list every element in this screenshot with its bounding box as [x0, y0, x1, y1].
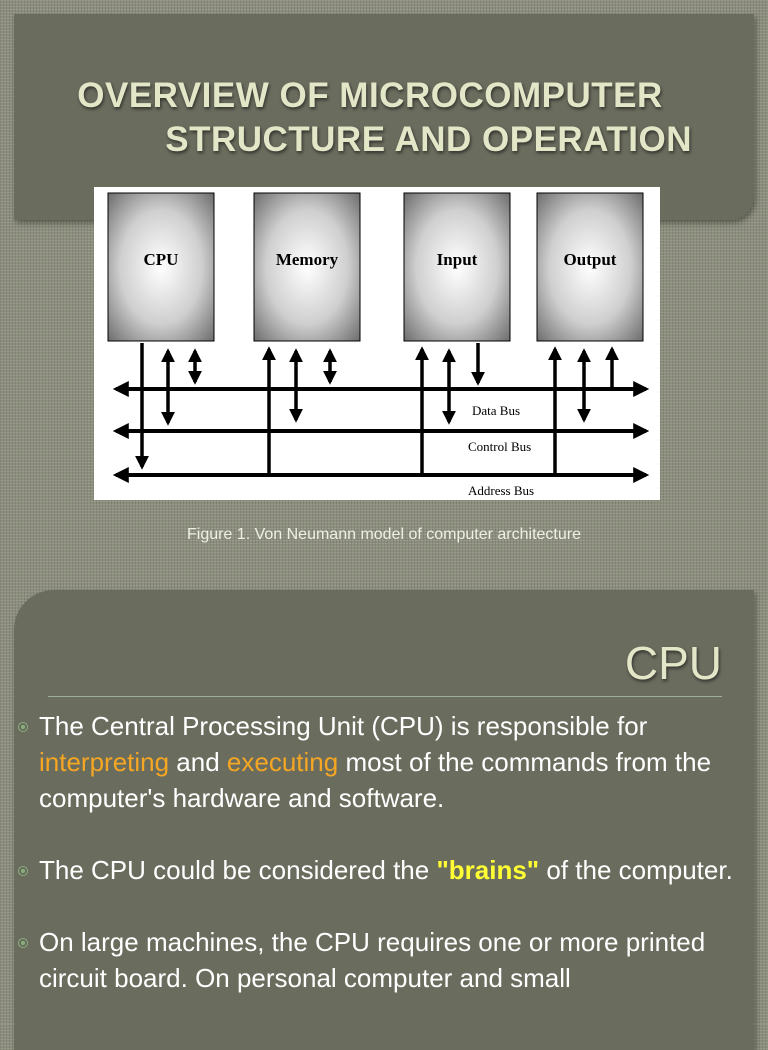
cpu-block [107, 192, 215, 342]
bullet2-text-1: The CPU could be considered the [39, 855, 437, 885]
memory-block [253, 192, 361, 342]
title-line-2: STRUCTURE AND OPERATION [165, 120, 692, 159]
figure-caption: Figure 1. Von Neumann model of computer … [187, 526, 581, 543]
bullet3-text: On large machines, the CPU requires one … [39, 927, 706, 993]
output-block-label: Output [564, 250, 617, 269]
section-heading: CPU [624, 637, 722, 689]
bullet1-highlight-interpreting: interpreting [39, 747, 170, 777]
slide-title: OVERVIEW OF MICROCOMPUTER STRUCTURE AND … [40, 74, 700, 162]
bullet1-text-3: most of the commands from the computer's… [39, 747, 712, 813]
output-block [536, 192, 644, 342]
bullet2-text-2: of the computer. [539, 855, 733, 885]
input-block-label: Input [437, 250, 478, 269]
bullet1-highlight-executing: executing [226, 747, 339, 777]
data-bus-label: Data Bus [472, 403, 520, 418]
bullet1-text-2: and [169, 747, 227, 777]
bullet-dot-icon [18, 866, 28, 876]
bullet1-text-1: The Central Processing Unit (CPU) is res… [39, 711, 648, 741]
von-neumann-diagram: CPU Memory Input Output Data Bus Control… [94, 187, 660, 500]
bullet-item: The Central Processing Unit (CPU) is res… [18, 708, 758, 816]
title-line-1: OVERVIEW OF MICROCOMPUTER [77, 76, 663, 115]
address-bus-label: Address Bus [468, 483, 534, 498]
heading-divider [48, 696, 722, 697]
memory-block-label: Memory [276, 250, 339, 269]
control-bus-label: Control Bus [468, 439, 531, 454]
input-block [403, 192, 511, 342]
cpu-block-label: CPU [144, 250, 179, 269]
bullet-list: The Central Processing Unit (CPU) is res… [18, 708, 758, 1032]
content-panel [14, 590, 754, 1050]
bullet-dot-icon [18, 938, 28, 948]
bullet-item: The CPU could be considered the "brains"… [18, 852, 758, 888]
diagram-svg: CPU Memory Input Output Data Bus Control… [107, 192, 650, 498]
title-panel [14, 14, 754, 220]
bullet-item: On large machines, the CPU requires one … [18, 924, 758, 996]
bullet-dot-icon [18, 722, 28, 732]
bullet2-highlight-brains: "brains" [436, 855, 540, 885]
